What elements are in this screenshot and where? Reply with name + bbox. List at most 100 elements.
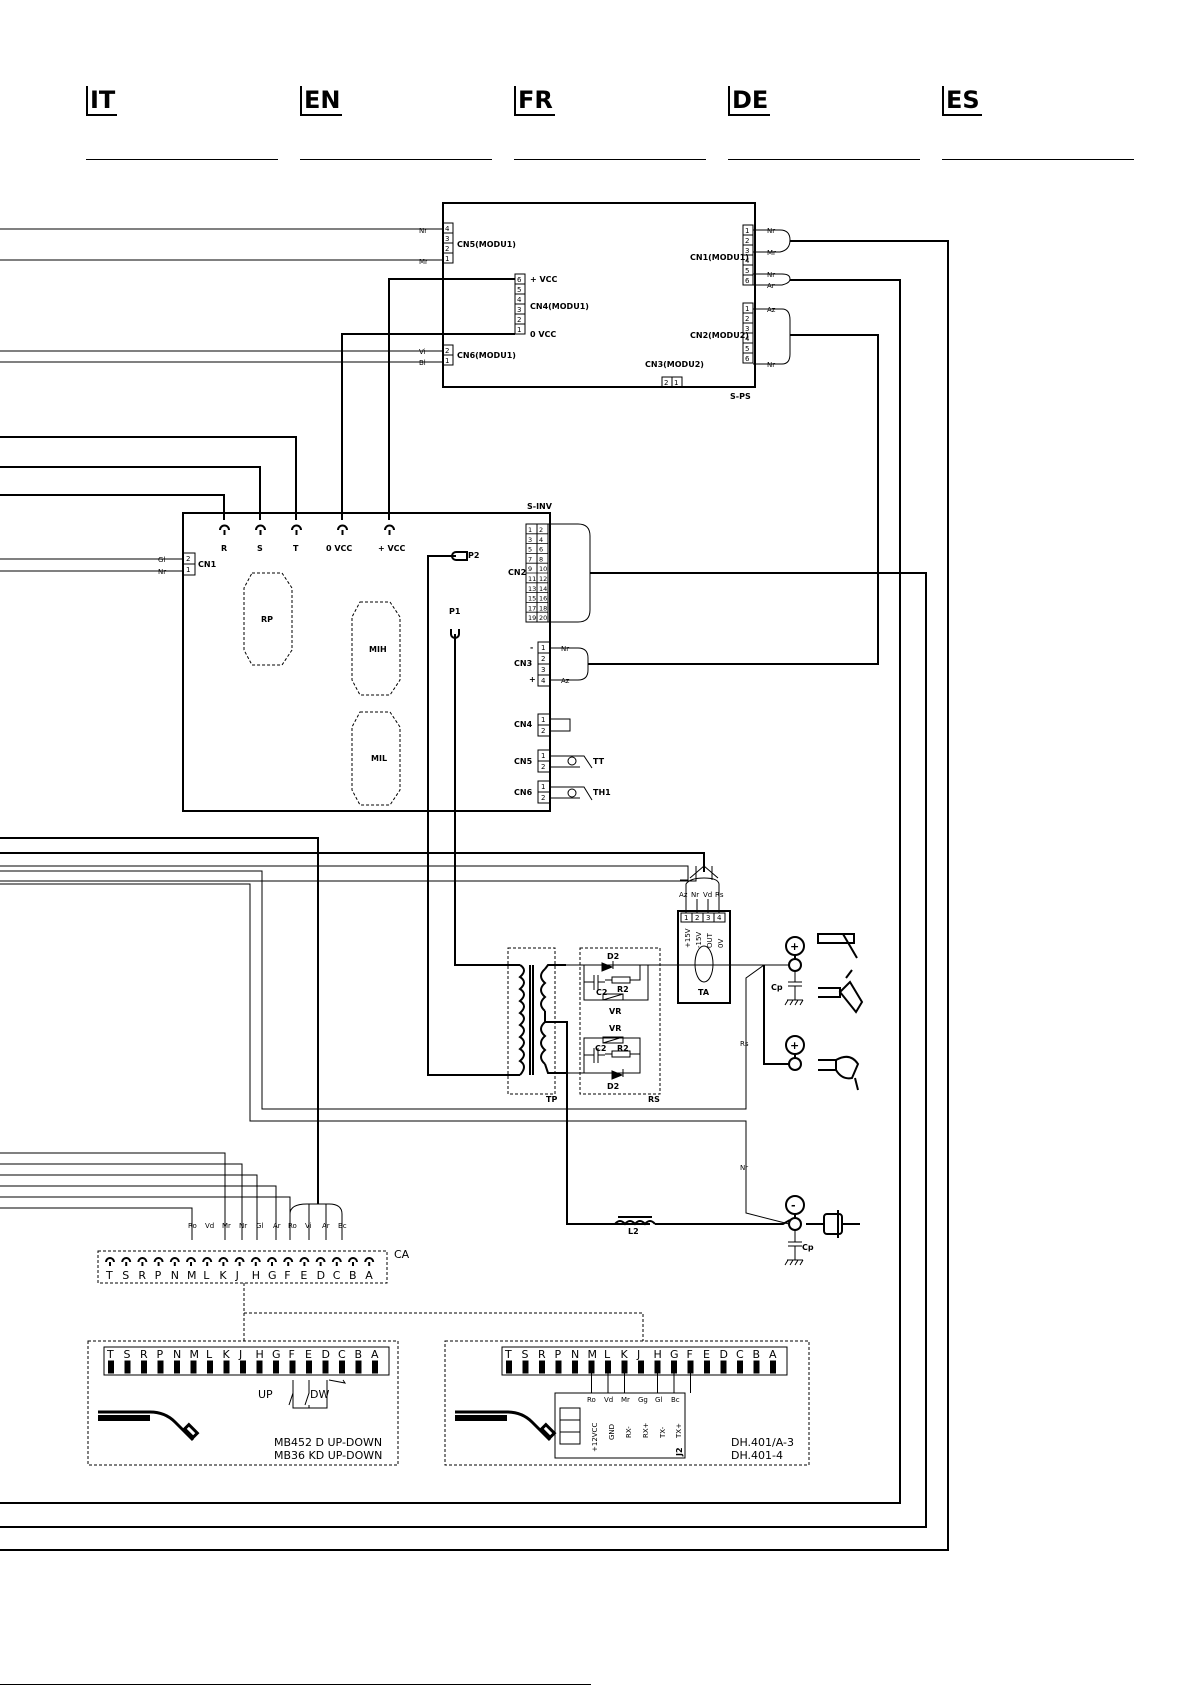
torch-pin	[522, 1360, 529, 1374]
svg-text:5: 5	[745, 345, 749, 353]
cn2-bundle-wire	[0, 572, 927, 1528]
svg-text:2: 2	[664, 379, 668, 387]
sinv-tt: TT	[593, 757, 605, 766]
sinv-cn3-connector	[537, 641, 589, 687]
ca-wire-l2: Vd	[205, 1222, 214, 1230]
ca-letter: G	[268, 1269, 277, 1282]
torch-pin	[108, 1360, 114, 1374]
ta-wire-rs: Rs	[715, 891, 724, 899]
torch2-wire-6: Bc	[671, 1396, 680, 1404]
torch-pin	[539, 1360, 545, 1374]
svg-text:2: 2	[186, 555, 190, 563]
vr-label-top: VR	[609, 1007, 621, 1016]
torch-letter: L	[604, 1348, 611, 1361]
torch-letter: D	[720, 1348, 728, 1361]
svg-text:3: 3	[745, 325, 749, 333]
torch-letter: J	[238, 1348, 242, 1361]
svg-text:4: 4	[745, 335, 750, 343]
torch-pin	[240, 1360, 246, 1374]
torch-pin	[588, 1360, 595, 1374]
sps-cn2-label: CN2(MODU2)	[690, 331, 749, 340]
wire-vi-1: Vi	[419, 348, 426, 356]
terminal-minus: -	[791, 1199, 796, 1212]
ca-terminal	[218, 1257, 229, 1263]
c2-label-top: C2	[596, 988, 607, 997]
torch-letter: F	[289, 1348, 295, 1361]
torch-letter: G	[272, 1348, 281, 1361]
svg-text:1: 1	[541, 716, 545, 724]
ca-terminal	[331, 1257, 342, 1263]
lang-rule-fr	[514, 159, 706, 160]
ca-terminal	[364, 1257, 375, 1263]
svg-text:3: 3	[745, 247, 749, 255]
sinv-mil: MIL	[371, 754, 387, 763]
sps-cn1-label: CN1(MODU1)	[690, 253, 749, 262]
wire-nr-1: Nr	[419, 227, 427, 235]
torch1-labels: UP DW MB452 D UP-DOWN MB36 KD UP-DOWN	[258, 1388, 382, 1462]
torch-letter: N	[173, 1348, 181, 1361]
torch1-pins	[108, 1360, 378, 1374]
torch2-pins	[506, 1360, 776, 1393]
sinv-p1: P1	[449, 607, 461, 616]
ca-letter: E	[300, 1269, 307, 1282]
torch-letter: L	[206, 1348, 213, 1361]
svg-text:6: 6	[745, 355, 750, 363]
ca-wire-r4: Bc	[338, 1222, 347, 1230]
svg-text:4: 4	[745, 257, 750, 265]
ca-torch-links	[243, 1283, 644, 1341]
ca-terminal	[137, 1257, 148, 1263]
torch-pin	[506, 1360, 512, 1374]
cn2-pin-even: 14	[539, 585, 547, 593]
ca-wires-left	[0, 1152, 291, 1240]
tp-transformer-coils	[518, 964, 650, 1225]
r2-label-top: R2	[617, 985, 629, 994]
sps-left-wires	[0, 228, 443, 363]
torch-letter: D	[322, 1348, 330, 1361]
torch-letter: F	[687, 1348, 693, 1361]
svg-text:1: 1	[541, 752, 545, 760]
sinv-0vcc: 0 VCC	[326, 544, 352, 553]
torch-letter: S	[522, 1348, 529, 1361]
torch2-wire-4: Gg	[638, 1396, 648, 1404]
ca-letter: S	[122, 1269, 129, 1282]
sinv-th1: TH1	[593, 788, 611, 797]
torch2-sig-1: +12VCC	[591, 1423, 599, 1452]
svg-text:1: 1	[445, 255, 449, 263]
torch-letter: C	[338, 1348, 346, 1361]
torch-letter: M	[190, 1348, 200, 1361]
torch-letter: G	[670, 1348, 679, 1361]
torch-pin	[605, 1360, 611, 1374]
torch-pin	[256, 1360, 263, 1374]
cn2-pin-odd: 13	[528, 585, 536, 593]
ca-letter: L	[203, 1269, 210, 1282]
svg-text:1: 1	[541, 644, 545, 652]
ta-name: TA	[698, 988, 710, 997]
torch2-display-box	[554, 1392, 686, 1459]
ca-terminal	[105, 1257, 115, 1263]
svg-text:1: 1	[745, 305, 749, 313]
torch-letter: E	[703, 1348, 710, 1361]
torch-letter: E	[305, 1348, 312, 1361]
output-terminal-plus-2	[763, 965, 805, 1071]
torch-pin	[124, 1360, 131, 1374]
svg-text:1: 1	[745, 227, 749, 235]
wire-rs-label: Rs	[740, 1040, 749, 1048]
svg-text:2: 2	[541, 727, 545, 735]
cn2-pin-even: 2	[539, 526, 543, 534]
torch1-gun-icon	[98, 1410, 200, 1442]
terminal-plus-2: +	[790, 1039, 799, 1052]
cn2-pin-even: 10	[539, 565, 547, 573]
wire-mr-1: Mr	[419, 258, 428, 266]
torch-pin	[273, 1360, 279, 1374]
ta-func-3: OUT	[706, 932, 714, 948]
torch-letter: H	[654, 1348, 662, 1361]
torch1-box	[87, 1340, 399, 1466]
torch-pin	[555, 1360, 562, 1374]
ca-terminal	[186, 1257, 196, 1263]
ca-letter: K	[219, 1269, 227, 1282]
ca-terminal	[234, 1257, 245, 1263]
sinv-cn5-connector	[537, 749, 593, 773]
torch2-box	[444, 1340, 810, 1466]
svg-text:4: 4	[541, 677, 546, 685]
